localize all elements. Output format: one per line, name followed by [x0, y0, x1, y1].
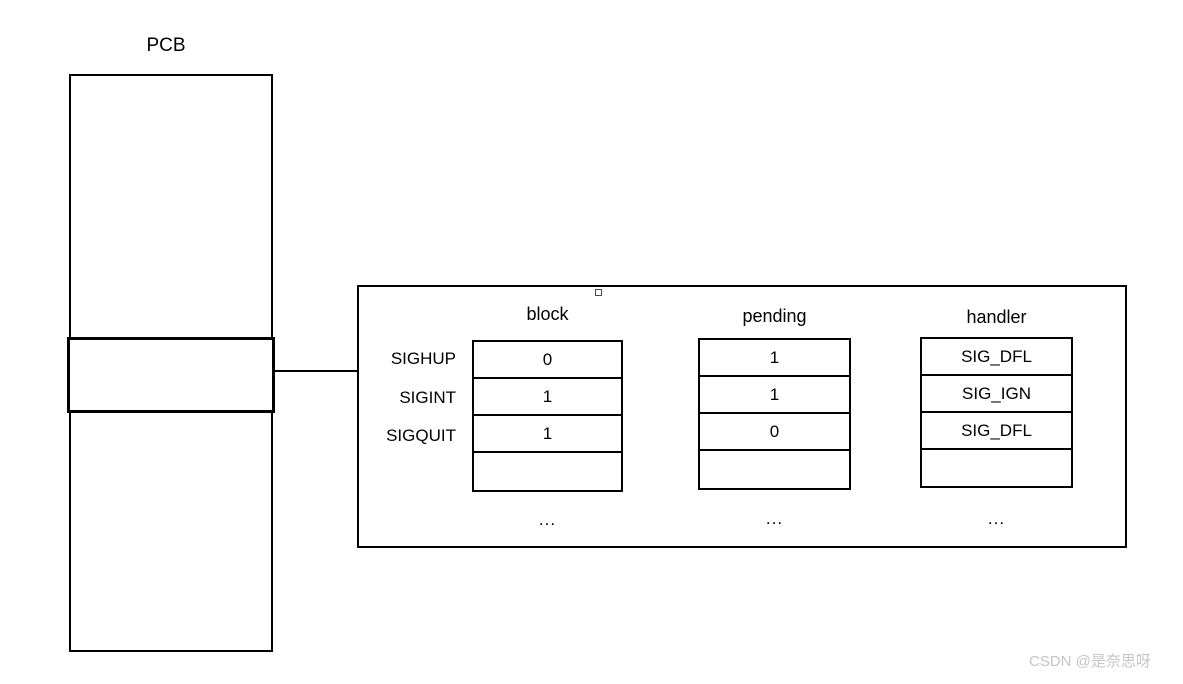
handler-ellipsis: ...	[987, 509, 1006, 528]
handler-cell: SIG_IGN	[922, 376, 1071, 413]
handler-cell: SIG_DFL	[922, 413, 1071, 450]
selection-handle-icon	[595, 289, 602, 296]
block-cell: 0	[474, 342, 621, 379]
pending-table: 1 1 0	[698, 338, 851, 490]
handler-cell: SIG_DFL	[922, 339, 1071, 376]
row-label-sigint: SIGINT	[399, 388, 456, 407]
handler-cell	[922, 450, 1071, 487]
column-header-block: block	[526, 304, 569, 324]
block-cell	[474, 453, 621, 490]
column-header-handler: handler	[966, 307, 1027, 327]
row-label-sigquit: SIGQUIT	[386, 426, 456, 445]
connector-line	[275, 370, 357, 372]
pcb-signal-segment	[67, 337, 275, 413]
handler-table: SIG_DFL SIG_IGN SIG_DFL	[920, 337, 1073, 488]
column-header-pending: pending	[742, 306, 807, 326]
pending-cell: 1	[700, 377, 849, 414]
pcb-title: PCB	[146, 35, 186, 56]
block-cell: 1	[474, 416, 621, 453]
pending-ellipsis: ...	[765, 509, 784, 528]
block-table: 0 1 1	[472, 340, 623, 492]
block-cell: 1	[474, 379, 621, 416]
block-ellipsis: ...	[538, 510, 557, 529]
pending-cell: 1	[700, 340, 849, 377]
row-label-sighup: SIGHUP	[390, 349, 456, 368]
pending-cell	[700, 451, 849, 488]
pending-cell: 0	[700, 414, 849, 451]
watermark: CSDN @是奈思呀	[1029, 653, 1151, 670]
